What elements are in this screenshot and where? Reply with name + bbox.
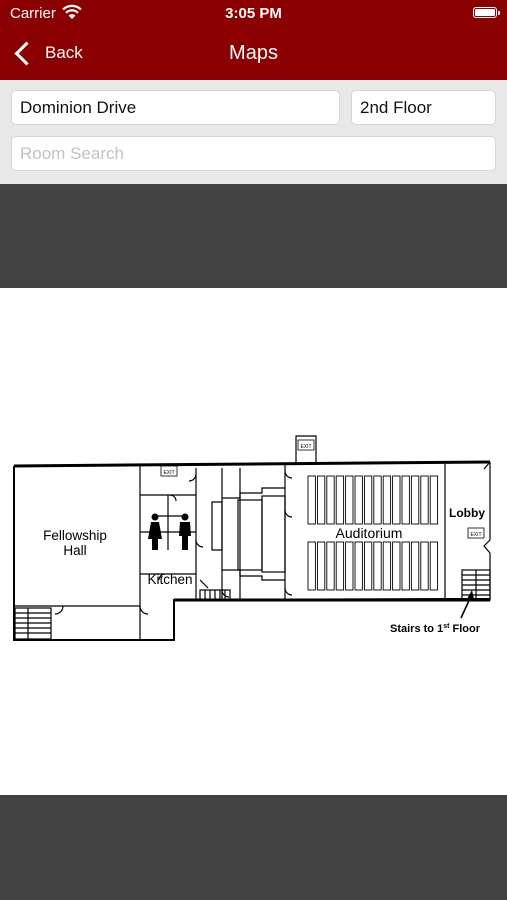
room-search-input[interactable] — [20, 143, 487, 164]
floor-select-value: 2nd Floor — [360, 97, 432, 117]
seat-row — [363, 475, 373, 525]
seat-row — [354, 475, 363, 525]
mens-restroom-icon — [179, 513, 191, 550]
seat-row — [410, 541, 420, 591]
campus-select-value: Dominion Drive — [20, 97, 137, 117]
stairs-label-main: Stairs to 1 — [390, 623, 443, 635]
map-filters: Dominion Drive 2nd Floor — [0, 80, 507, 184]
auditorium-seating — [307, 475, 439, 591]
seat-row — [401, 541, 410, 591]
womens-restroom-icon — [148, 513, 162, 550]
seat-row — [354, 541, 363, 591]
room-label-kitchen: Kitchen — [147, 572, 192, 587]
seat-row — [382, 541, 392, 591]
exit-sign-top: EXIT — [300, 444, 311, 450]
seat-row — [316, 541, 326, 591]
battery-icon — [473, 7, 500, 18]
room-label-hall: Hall — [63, 543, 86, 558]
status-bar: Carrier 3:05 PM — [0, 0, 507, 28]
seat-row — [316, 475, 326, 525]
room-label-auditorium: Auditorium — [336, 525, 403, 541]
seat-row — [307, 541, 316, 591]
stairs-label-sup: st — [443, 623, 450, 630]
stairs-label: Stairs to 1st Floor — [390, 623, 481, 635]
seat-row — [345, 541, 354, 591]
seat-row — [335, 541, 345, 591]
seat-row — [382, 475, 392, 525]
seat-row — [373, 541, 382, 591]
seat-row — [335, 475, 345, 525]
seat-row — [307, 475, 316, 525]
seat-row — [345, 475, 354, 525]
exit-sign-hall: EXIT — [163, 470, 174, 476]
exit-sign-lobby: EXIT — [470, 532, 481, 538]
seat-row — [392, 541, 401, 591]
floor-select[interactable]: 2nd Floor — [351, 90, 496, 125]
seat-row — [373, 475, 382, 525]
exit-signs — [160, 439, 485, 539]
floor-plan-map[interactable]: EXIT EXIT EXIT Fellowship Hall Kitchen A… — [0, 288, 507, 795]
room-search-field[interactable] — [11, 136, 496, 171]
seat-row — [326, 475, 335, 525]
page-title: Maps — [229, 42, 278, 64]
seat-row — [429, 541, 439, 591]
seat-row — [420, 475, 429, 525]
seat-row — [420, 541, 429, 591]
seat-row — [392, 475, 401, 525]
back-button[interactable]: Back — [14, 40, 83, 66]
status-time: 3:05 PM — [225, 5, 282, 22]
app-header: Carrier 3:05 PM Back Maps — [0, 0, 507, 80]
seat-row — [410, 475, 420, 525]
seat-row — [401, 475, 410, 525]
back-label: Back — [45, 43, 83, 62]
floor-plan-drawing: EXIT EXIT EXIT Fellowship Hall Kitchen A… — [13, 435, 491, 641]
room-label-fellowship: Fellowship — [43, 528, 107, 543]
stairs-label-suffix: Floor — [449, 623, 480, 635]
seat-row — [429, 475, 439, 525]
wifi-icon — [62, 4, 82, 24]
room-label-lobby: Lobby — [449, 506, 485, 520]
arrow-icon — [460, 590, 474, 619]
campus-select[interactable]: Dominion Drive — [11, 90, 340, 125]
seat-row — [363, 541, 373, 591]
seat-row — [326, 541, 335, 591]
carrier-label: Carrier — [10, 5, 56, 22]
